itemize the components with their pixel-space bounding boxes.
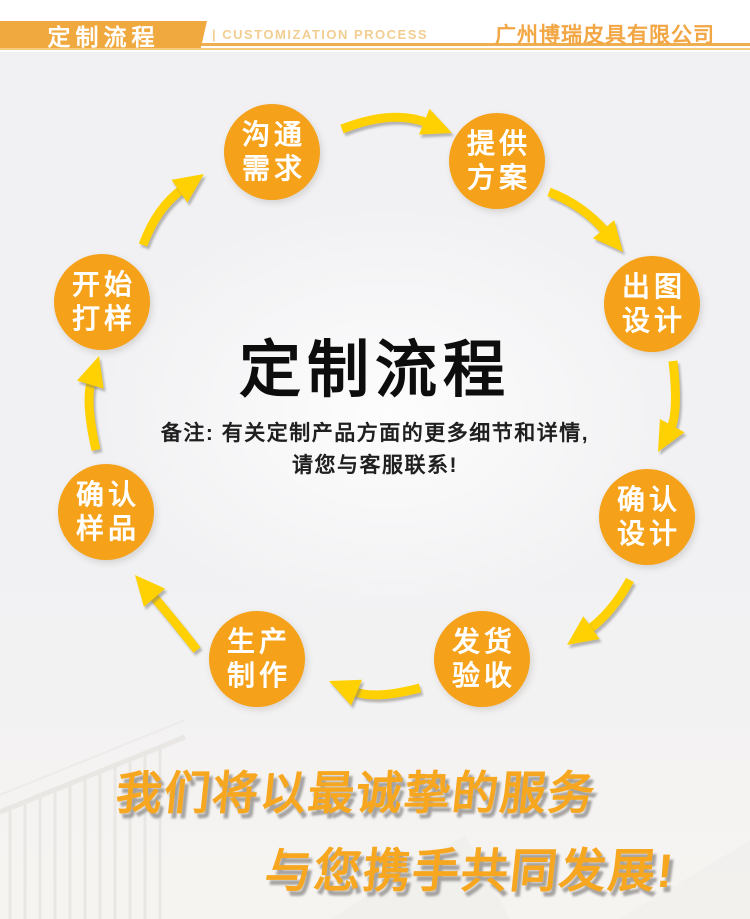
step-start-sampling: 开始 打样 bbox=[54, 254, 150, 350]
step-label-line1: 发货 bbox=[451, 626, 516, 657]
step-confirm-sample: 确认 样品 bbox=[58, 464, 154, 560]
slogan-line1: 我们将以最诚挚的服务 bbox=[113, 767, 599, 819]
center-note-line1: 备注: 有关定制产品方面的更多细节和详情, bbox=[160, 422, 590, 445]
flow-arrow-6-7 bbox=[135, 575, 201, 653]
center-note-line2: 请您与客服联系! bbox=[292, 454, 458, 477]
page-title: 定制流程 bbox=[238, 336, 511, 405]
flow-arrow-8-1 bbox=[138, 174, 204, 247]
step-production: 生产 制作 bbox=[209, 611, 305, 707]
step-label-line2: 需求 bbox=[241, 153, 306, 184]
step-label-line1: 提供 bbox=[466, 128, 531, 159]
flow-arrow-1-2 bbox=[340, 108, 452, 135]
step-confirm-design: 确认 设计 bbox=[599, 469, 695, 565]
step-label-line1: 生产 bbox=[226, 626, 291, 657]
step-label-line2: 设计 bbox=[621, 305, 686, 336]
header-divider-thin bbox=[0, 48, 750, 50]
step-provide-solution: 提供 方案 bbox=[449, 113, 545, 209]
step-drawing-design: 出图 设计 bbox=[604, 256, 700, 352]
step-ship-inspect: 发货 验收 bbox=[434, 611, 530, 707]
slogan-line2: 与您携手共同发展! bbox=[262, 844, 678, 897]
header-divider-thick bbox=[0, 43, 750, 46]
header-badge: 定制流程 bbox=[0, 21, 207, 48]
step-label-line2: 方案 bbox=[466, 162, 531, 193]
header-subtitle-en: | CUSTOMIZATION PROCESS bbox=[212, 27, 429, 42]
step-label-line2: 制作 bbox=[226, 660, 291, 691]
company-name: 广州博瑞皮具有限公司 bbox=[495, 24, 715, 47]
step-label-line1: 确认 bbox=[616, 484, 681, 515]
step-label-line2: 样品 bbox=[75, 513, 140, 544]
header-badge-label: 定制流程 bbox=[47, 23, 160, 50]
flow-arrow-4-5 bbox=[567, 577, 634, 645]
flow-arrow-2-3 bbox=[547, 187, 623, 252]
step-label-line1: 沟通 bbox=[241, 119, 306, 150]
step-label-line1: 出图 bbox=[621, 271, 686, 302]
step-communicate-needs: 沟通 需求 bbox=[224, 104, 320, 200]
flow-arrow-5-6 bbox=[329, 679, 422, 706]
step-label-line2: 验收 bbox=[451, 660, 516, 691]
center-note: 备注: 有关定制产品方面的更多细节和详情, 请您与客服联系! bbox=[0, 418, 750, 482]
step-label-line2: 打样 bbox=[71, 303, 136, 334]
step-label-line1: 开始 bbox=[71, 269, 136, 300]
step-label-line1: 确认 bbox=[75, 479, 140, 510]
step-label-line2: 设计 bbox=[616, 518, 681, 549]
